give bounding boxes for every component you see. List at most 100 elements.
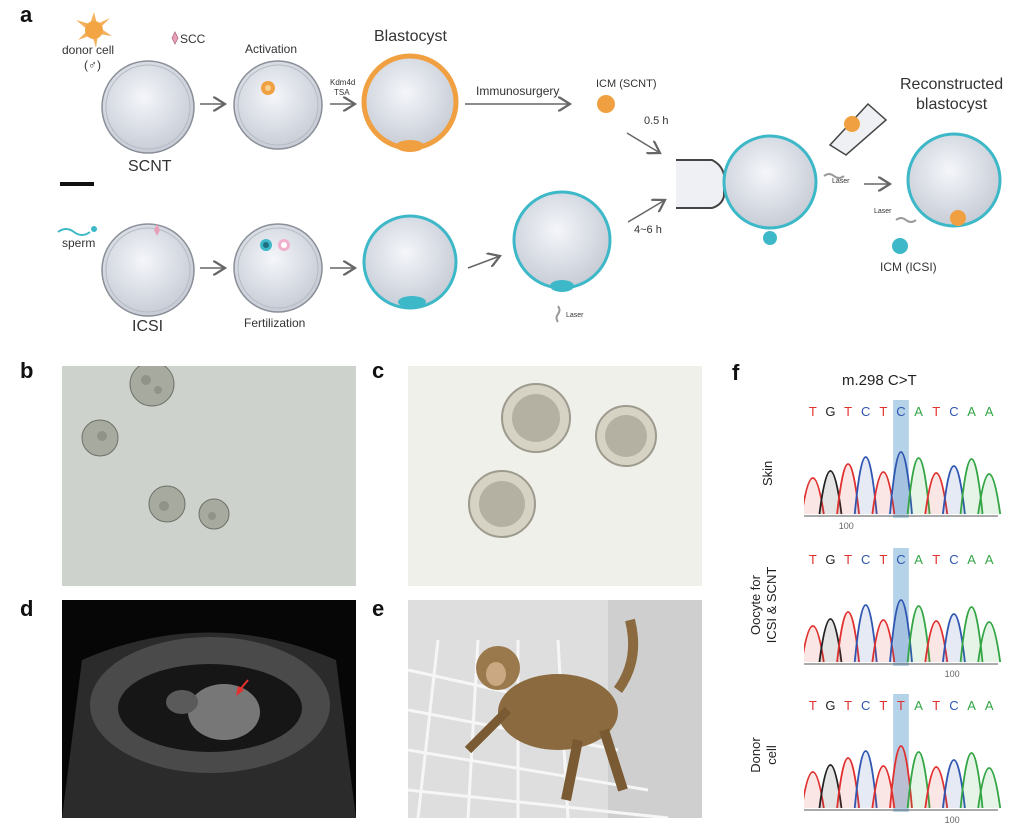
base-letter: G (825, 552, 835, 567)
icsi-blastocyst-2 (512, 190, 612, 292)
chromatogram-peak (959, 458, 984, 515)
chromatogram-peak (853, 750, 878, 809)
panel-label-d: d (20, 596, 34, 621)
tick-label: 100 (839, 521, 854, 531)
activation-label: Activation (245, 42, 298, 56)
laser-label-2: Laser (874, 208, 892, 215)
icm-scnt-label: ICM (SCNT) (596, 78, 657, 90)
base-letter: T (879, 404, 887, 419)
activation-oocyte (233, 60, 323, 150)
scnt-blastocyst (361, 53, 459, 152)
micrograph-embryos (408, 366, 702, 586)
scc-label: SCC (180, 32, 206, 46)
blastocyst-label: Blastocyst (374, 28, 447, 45)
laser-label-3: Laser (566, 312, 584, 319)
reconstructed-blastocyst (906, 132, 1002, 228)
reconstructed-label-1: Reconstructed (900, 76, 1004, 93)
base-letter: C (949, 698, 958, 713)
base-letter: A (985, 404, 994, 419)
fertilized-oocyte (233, 223, 323, 313)
base-letter: G (825, 698, 835, 713)
base-letter: G (825, 404, 835, 419)
tick-label: 100 (945, 815, 960, 825)
scnt-label: SCNT (128, 158, 172, 175)
base-letter: T (809, 552, 817, 567)
base-letter: A (914, 698, 923, 713)
mutation-highlight (893, 694, 909, 812)
row-label-oocyte: Oocyte for ICSI & SCNT (748, 566, 779, 644)
icsi-blastocyst-1 (362, 214, 458, 310)
mutation-highlight (893, 400, 909, 518)
icm-icsi-label: ICM (ICSI) (880, 260, 937, 274)
fertilization-label: Fertilization (244, 316, 306, 330)
base-letter: A (967, 404, 976, 419)
time-short-label: 0.5 h (644, 115, 669, 127)
chromatogram-peak (906, 605, 931, 663)
chromatogram-peak (906, 751, 931, 809)
base-letter: T (844, 698, 852, 713)
base-letter: C (896, 552, 905, 567)
icsi-oocyte (101, 223, 195, 317)
laser-icon (555, 305, 561, 323)
scc-icon (171, 31, 179, 45)
base-letter: T (879, 552, 887, 567)
donor-cell-icon (76, 12, 112, 48)
icsi-label: ICSI (132, 318, 164, 335)
tick-label: 100 (945, 669, 960, 679)
base-letter: C (861, 698, 870, 713)
ultrasound-image (62, 600, 356, 818)
icm-scnt-cluster (597, 95, 615, 113)
kdm4d-label: Kdm4d (330, 78, 356, 87)
base-letter: T (932, 404, 940, 419)
panel-label-a: a (20, 2, 33, 27)
tsa-label: TSA (334, 88, 350, 97)
injection-needle-icon (828, 102, 888, 156)
base-letter: A (914, 552, 923, 567)
monkey-photo (408, 600, 702, 818)
base-letter: T (879, 698, 887, 713)
sperm-label: sperm (62, 236, 96, 250)
base-letter: C (949, 404, 958, 419)
icm-icsi-cluster (892, 238, 908, 254)
base-letter: A (967, 552, 976, 567)
base-letter: A (985, 698, 994, 713)
base-letter: T (932, 552, 940, 567)
scnt-oocyte (101, 60, 195, 154)
base-letter: T (809, 404, 817, 419)
micrograph-blastocysts (62, 366, 356, 586)
base-letter: C (896, 404, 905, 419)
donor-cell-label: donor cell (62, 43, 115, 57)
panel-label-c: c (372, 358, 385, 383)
chromatogram-peak (889, 451, 913, 515)
chromatogram-peak (977, 621, 1002, 663)
base-letter: C (861, 404, 870, 419)
chromatogram-peak (906, 457, 931, 515)
base-letter: T (932, 698, 940, 713)
chromatogram-peak (977, 767, 1002, 809)
arrow (626, 132, 660, 153)
mutation-highlight (893, 548, 909, 666)
base-letter: T (844, 552, 852, 567)
manipulated-blastocyst (722, 134, 818, 245)
base-letter: A (914, 404, 923, 419)
donor-sex-label: (♂) (84, 58, 101, 72)
chromatogram-peak (959, 752, 984, 809)
laser-icon (895, 217, 917, 223)
row-label-donor: Donor cell (748, 737, 779, 773)
scale-bar (60, 182, 94, 186)
panel-label-b: b (20, 358, 34, 383)
panel-label-f: f (732, 360, 740, 385)
base-letter: A (985, 552, 994, 567)
arrow (627, 200, 665, 223)
base-letter: A (967, 698, 976, 713)
chromatogram-peak (977, 473, 1002, 515)
holding-pipette (676, 159, 725, 209)
arrow (467, 256, 500, 269)
sperm-icon (57, 228, 91, 236)
mutation-title: m.298 C>T (842, 372, 917, 389)
time-long-label: 4~6 h (634, 224, 662, 236)
base-letter: T (844, 404, 852, 419)
